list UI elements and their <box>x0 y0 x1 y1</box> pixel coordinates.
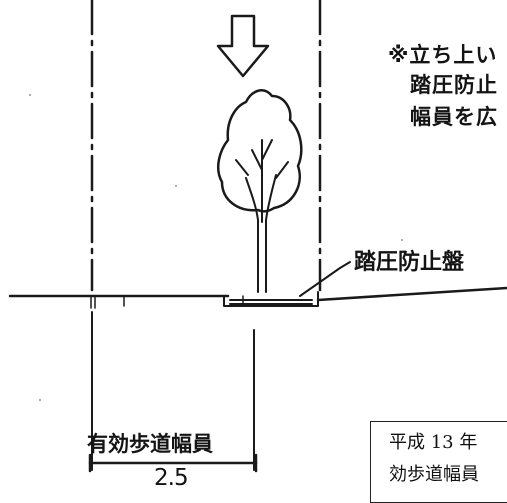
note-line-1: ※立ち上い <box>388 43 498 67</box>
down-arrow-icon <box>216 14 270 78</box>
note-text: ※立ち上い 踏圧防止 幅員を広 <box>388 40 507 140</box>
scan-speck <box>29 94 31 96</box>
effective-width-label: 有効歩道幅員 <box>87 432 213 456</box>
tree-icon <box>217 89 303 213</box>
leader-line <box>299 261 351 297</box>
guard-plate-shape <box>223 291 319 307</box>
scan-speck <box>39 399 41 401</box>
note-line-2: 踏圧防止 <box>410 73 498 97</box>
ground-line-right <box>316 286 507 302</box>
scan-speck <box>175 185 177 187</box>
text-box-line-1: 平成 13 年 <box>389 432 478 453</box>
text-box-line-2: 効歩道幅員 <box>389 464 479 485</box>
scan-speck <box>401 239 403 241</box>
dimension-value: 2.5 <box>154 465 189 491</box>
text-box: 平成 13 年 効歩道幅員 <box>370 421 507 503</box>
tree-trunk <box>235 139 289 293</box>
note-line-3: 幅員を広 <box>410 105 498 129</box>
guard-plate-label: 踏圧防止盤 <box>354 250 465 275</box>
